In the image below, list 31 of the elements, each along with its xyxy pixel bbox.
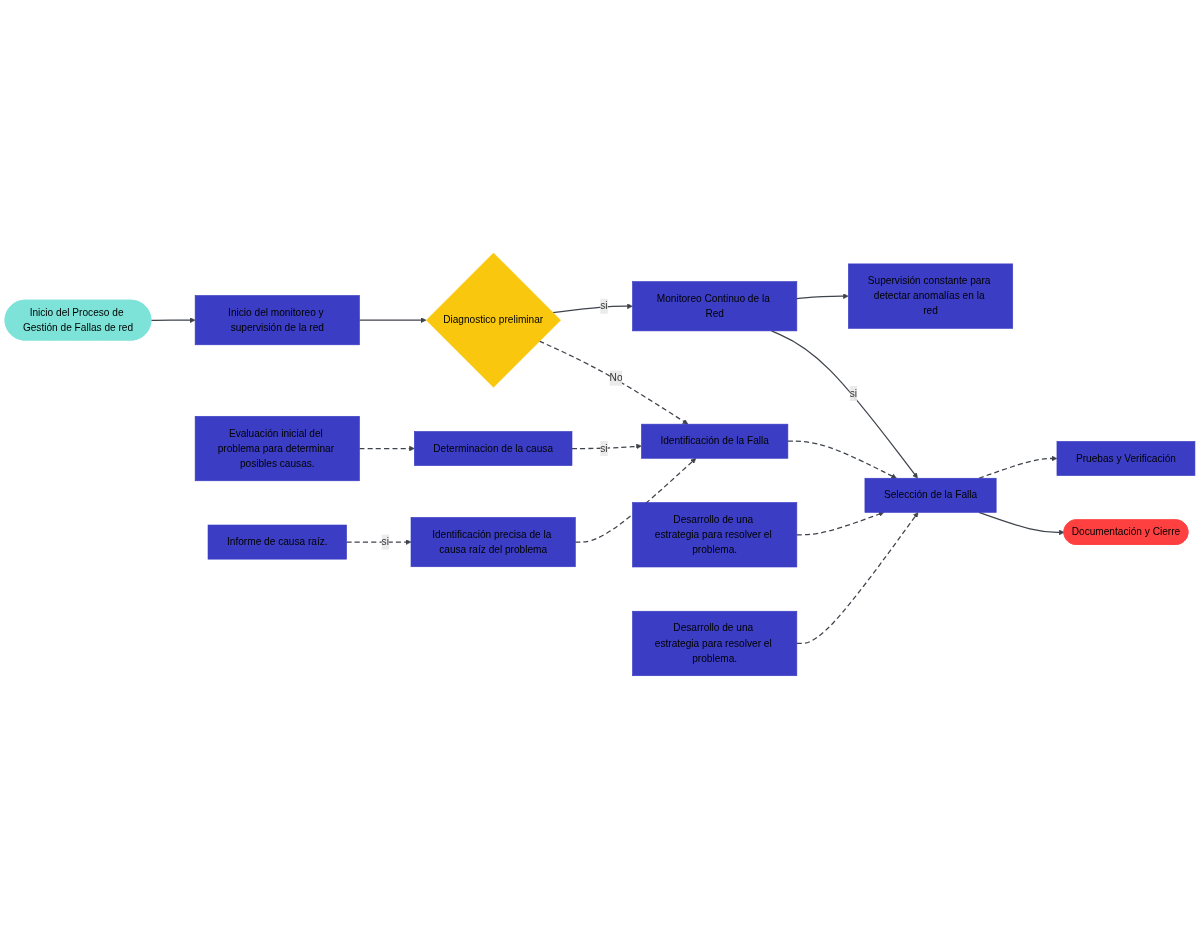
- edge-label: si: [600, 442, 608, 454]
- edge-label: si: [600, 300, 608, 311]
- node-box: Inicio del monitoreo y supervisión de la red: [194, 294, 360, 345]
- arrow: [796, 292, 849, 299]
- node-box: Desarrollo de una estrategia para resolver el problema.: [632, 501, 798, 567]
- node-box: Identificación de la Falla: [641, 423, 789, 459]
- arrow: [552, 303, 633, 313]
- node-box: Desarrollo de una estrategia para resolver el problema.: [632, 610, 798, 676]
- node-box: Informe de causa raíz.: [207, 524, 347, 560]
- arrow: [574, 457, 697, 543]
- arrow: [358, 316, 427, 323]
- node-box: Determinacion de la causa: [414, 430, 573, 466]
- arrow: [150, 316, 196, 323]
- node-diamond: Diagnostico preliminar: [426, 252, 561, 388]
- node-box: Identificación precisa de la causa raíz del problema: [410, 516, 576, 567]
- arrow: [978, 511, 1065, 535]
- arrow: [571, 443, 642, 449]
- node-box: Selección de la Falla: [864, 477, 997, 513]
- arrow: [796, 511, 885, 535]
- node-box: Pruebas y Verificación: [1056, 440, 1196, 476]
- arrow: [345, 538, 412, 545]
- node-box: Monitoreo Continuo de la Red: [632, 280, 798, 331]
- arrow: [796, 511, 919, 644]
- edge-label: si: [849, 387, 857, 399]
- edge-label: No: [609, 372, 623, 383]
- arrow: [787, 440, 897, 479]
- arrow: [538, 340, 689, 424]
- node-box: Supervisión constante para detectar anomalías en la red: [848, 263, 1014, 329]
- arrow: [358, 445, 415, 451]
- edge-label: si: [381, 536, 389, 547]
- node-box: Evaluación inicial del problema para determinar posibles causas.: [194, 415, 360, 481]
